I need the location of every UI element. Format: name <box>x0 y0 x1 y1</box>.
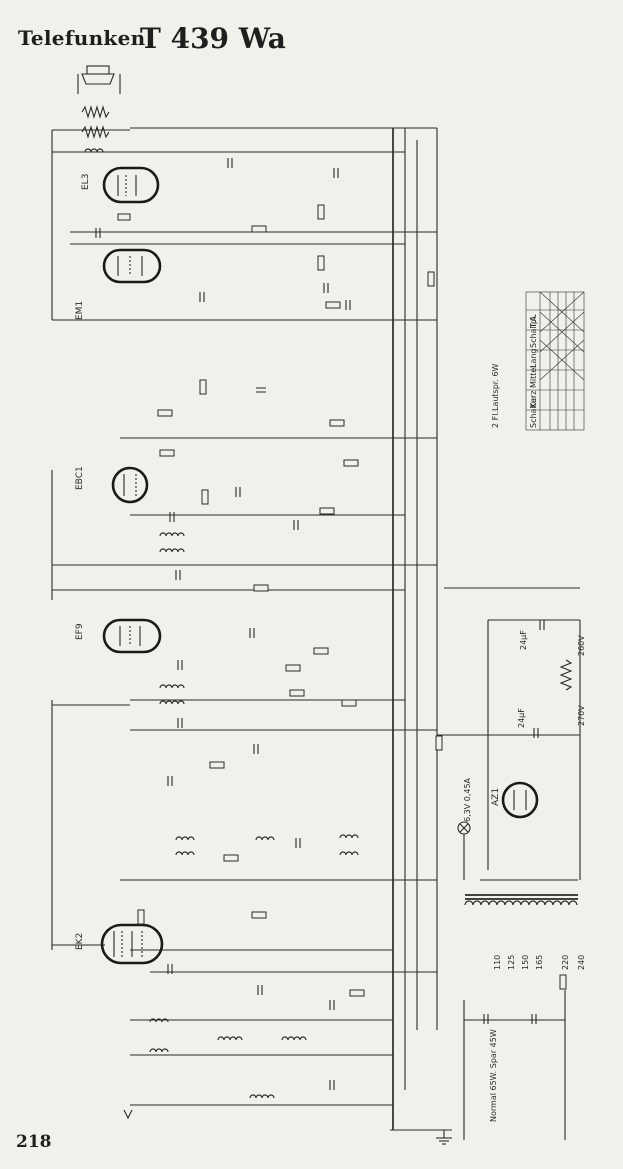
tube-label-ef9: EF9 <box>75 623 85 640</box>
tube-az1 <box>501 781 539 819</box>
tube-em1 <box>102 248 162 284</box>
switch-row-2: Mittel <box>529 365 538 388</box>
tube-ek2 <box>100 923 164 965</box>
switch-row-3: Lang <box>529 348 538 368</box>
model-title: T 439 Wa <box>140 22 286 55</box>
speaker-rating-label: 2 Fl.Lautspr. 6W <box>491 363 500 428</box>
capacitors <box>95 158 545 1090</box>
tube-label-ebc1: EBC1 <box>75 466 85 490</box>
tube-ebc1 <box>111 466 149 504</box>
ground-symbol <box>436 1130 452 1145</box>
switch-row-1: Kurz <box>529 391 538 408</box>
coils <box>84 148 359 1099</box>
tube-label-em1: EM1 <box>75 301 85 320</box>
filter-cap-lower-label: 24μF <box>517 708 526 728</box>
switch-row-4: Schallpl. <box>529 314 538 348</box>
antenna-input <box>123 1109 133 1120</box>
switch-table <box>525 291 585 431</box>
mains-lamp-label: 6,3V 0,45A <box>463 777 472 822</box>
bus-rails <box>51 127 452 1131</box>
tube-el3 <box>102 166 160 204</box>
tap-label-165: 165 <box>535 955 544 970</box>
tube-label-el3: EL3 <box>81 174 91 190</box>
loudspeaker <box>77 65 121 139</box>
filter-cap-upper-label: 24μF <box>519 630 528 650</box>
tap-label-150: 150 <box>521 955 530 970</box>
tube-ef9 <box>102 618 162 654</box>
tap-label-240: 240 <box>577 955 586 970</box>
power-supply <box>437 587 581 1140</box>
page-number: 218 <box>16 1132 52 1152</box>
tap-label-125: 125 <box>507 955 516 970</box>
tap-label-110: 110 <box>493 955 502 970</box>
consumption-label: Normal 65W. Spar 45W <box>489 1029 498 1122</box>
resistors <box>117 204 567 997</box>
voltage-260-label: 260V <box>577 635 586 656</box>
voltage-270-label: 270V <box>577 705 586 726</box>
tap-label-220: 220 <box>561 955 570 970</box>
tube-label-ek2: EK2 <box>75 933 85 950</box>
switch-row-5: T.A. <box>529 314 538 329</box>
switch-row-0: Schalter <box>529 394 538 428</box>
brand-title: Telefunken <box>18 26 146 50</box>
mains-voltage-taps: 110 125 150 165 220 240 <box>493 955 586 970</box>
tube-label-az1: AZ1 <box>491 788 501 806</box>
